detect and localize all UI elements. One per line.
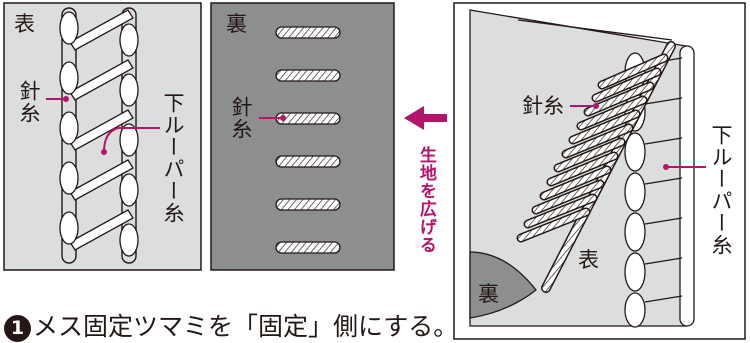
panel1-callouts	[46, 98, 160, 153]
panel1-front-label: 表	[14, 12, 35, 36]
panel1-lower-looper-label: 下ルーパー糸	[161, 92, 185, 224]
panel2-needle-thread-label: 針糸	[229, 96, 253, 140]
panel3-needle-thread-label: 針糸	[522, 94, 564, 118]
panel1-needle-thread-label: 針糸	[17, 80, 41, 124]
panel-back-view	[210, 2, 395, 271]
step-caption-text: メス固定ツマミを「固定」側にする。	[33, 312, 459, 341]
step-number-badge: 1	[4, 314, 31, 342]
fabric-back-flap	[469, 251, 537, 319]
spread-fabric-arrow	[404, 106, 447, 130]
panel3-lower-looper-label: 下ルーパー糸	[709, 124, 733, 256]
looper-thread-diagonals	[69, 9, 134, 251]
looper-loops	[624, 52, 646, 328]
panel2-back-label: 裏	[226, 12, 247, 36]
needle-thread-segments	[275, 26, 341, 254]
spread-fabric-label: 生地を広げる	[415, 146, 436, 254]
panel3-back-label: 裏	[478, 282, 499, 306]
panel3-callouts	[570, 105, 706, 168]
stitch-loops-left	[59, 11, 79, 245]
needle-thread-strands-fill	[518, 55, 667, 241]
stitch-loops-right	[119, 23, 139, 257]
panel3-front-label: 表	[578, 248, 599, 272]
edge-stitch-column	[679, 45, 695, 327]
